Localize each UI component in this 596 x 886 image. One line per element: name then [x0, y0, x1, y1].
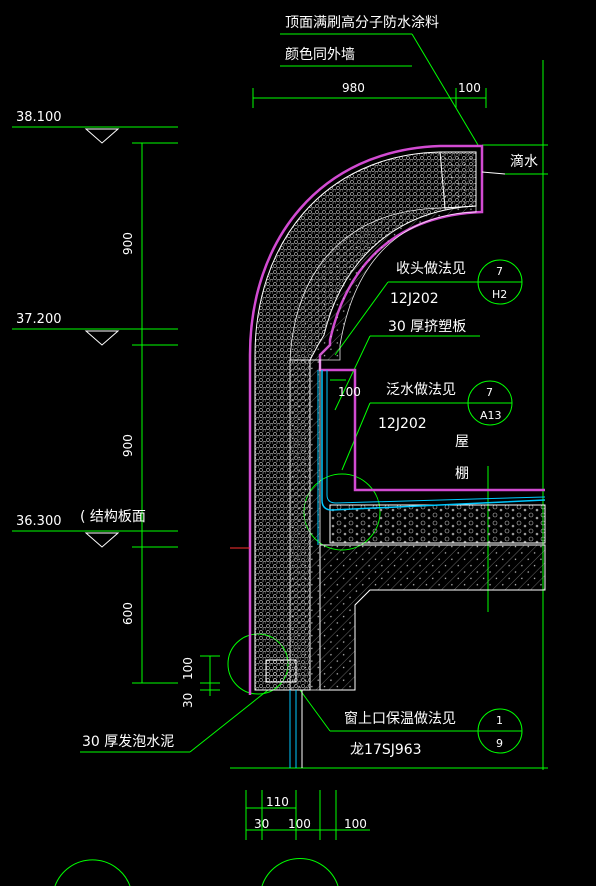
cap-note: 收头做法见 — [396, 261, 466, 277]
dim-600: 600 — [121, 602, 135, 625]
ref3-sheet: 9 — [496, 737, 503, 750]
dim-980: 980 — [342, 81, 365, 95]
dim-100-b1: 100 — [288, 817, 311, 831]
window-std: 龙17SJ963 — [350, 742, 422, 758]
level-38100: 38.100 — [16, 110, 62, 125]
cap-std: 12J202 — [390, 291, 439, 307]
dim-100-top: 100 — [458, 81, 481, 95]
dim-900-a: 900 — [121, 232, 135, 255]
xps-note: 30 厚挤塑板 — [388, 319, 466, 335]
level-36300: 36.300 — [16, 514, 62, 529]
ref2-num: 7 — [486, 386, 493, 399]
dimension-lines — [12, 33, 548, 840]
dim-100-v: 100 — [181, 657, 195, 680]
flash-note: 泛水做法见 — [386, 382, 456, 398]
dim-30-b: 30 — [254, 817, 269, 831]
flash-std: 12J202 — [378, 416, 427, 432]
bottom-partial-circles — [54, 857, 339, 886]
foam-note: 30 厚发泡水泥 — [82, 734, 174, 750]
window-note: 窗上口保温做法见 — [344, 710, 456, 727]
drip-note: 滴水 — [510, 153, 538, 170]
dim-100-b2: 100 — [344, 817, 367, 831]
dim-900-b: 900 — [121, 434, 135, 457]
roof-char-2: 棚 — [455, 466, 469, 482]
dim-110: 110 — [266, 795, 289, 809]
top-note-line1: 顶面满刷高分子防水涂料 — [285, 14, 439, 31]
structure-note: ( 结构板面 — [80, 509, 146, 525]
ref1-sheet: H2 — [492, 288, 507, 301]
top-note-line2: 颜色同外墙 — [285, 46, 355, 63]
dim-30-v: 30 — [181, 693, 195, 708]
level-37200: 37.200 — [16, 312, 62, 327]
dim-100-bar: 100 — [338, 385, 361, 399]
ref2-sheet: A13 — [480, 409, 502, 422]
level-markers — [84, 128, 120, 548]
roof-char-1: 屋 — [455, 434, 469, 450]
ref1-num: 7 — [496, 265, 503, 278]
parapet-section — [230, 144, 546, 768]
ref3-num: 1 — [496, 714, 503, 727]
